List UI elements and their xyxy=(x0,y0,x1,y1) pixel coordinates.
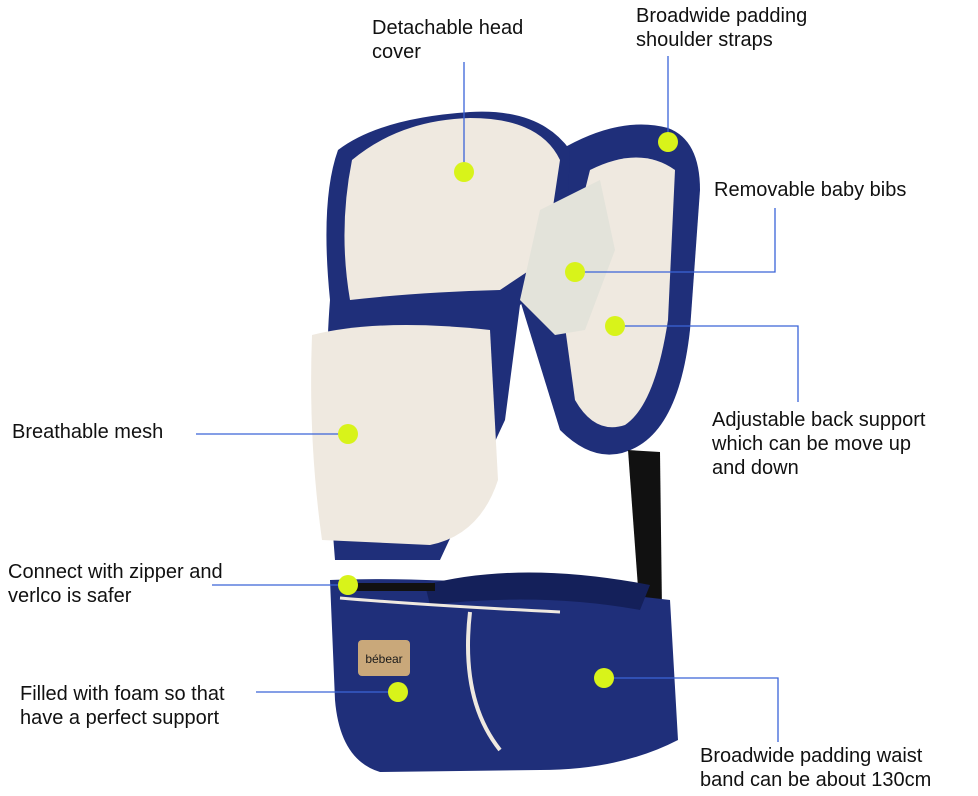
callout-back-support: Adjustable back support which can be mov… xyxy=(712,409,926,479)
leader-line-baby-bibs xyxy=(575,208,776,273)
leader-lines xyxy=(196,56,799,742)
leader-line-back-support xyxy=(615,325,799,402)
head-cover-mesh xyxy=(344,118,560,300)
hip-seat xyxy=(330,579,678,772)
brand-tag-text: bébear xyxy=(365,652,402,666)
callout-dot-back-support xyxy=(605,316,625,336)
callout-breathable-mesh: Breathable mesh xyxy=(12,421,164,443)
callout-dot-breathable-mesh xyxy=(338,424,358,444)
callout-dot-zipper xyxy=(338,575,358,595)
callout-dots xyxy=(338,132,678,702)
callout-dot-waist-band xyxy=(594,668,614,688)
leader-line-waist-band xyxy=(604,677,779,742)
callout-baby-bibs: Removable baby bibs xyxy=(714,179,907,201)
callout-zipper: Connect with zipper and verlco is safer xyxy=(8,561,223,607)
brand-tag xyxy=(358,640,410,676)
callout-dot-foam xyxy=(388,682,408,702)
callout-head-cover: Detachable head cover xyxy=(372,17,524,63)
callout-shoulder-straps: Broadwide padding shoulder straps xyxy=(636,5,808,51)
hip-seat-top xyxy=(425,572,650,610)
callout-dot-head-cover xyxy=(454,162,474,182)
hip-seat-piping-2 xyxy=(339,596,561,614)
callout-foam: Filled with foam so that have a perfect … xyxy=(20,683,225,729)
callout-waist-band: Broadwide padding waist band can be abou… xyxy=(700,745,932,791)
baby-bib xyxy=(520,180,615,335)
callout-dot-shoulder-straps xyxy=(658,132,678,152)
waist-strap xyxy=(628,450,662,615)
front-mesh-panel xyxy=(311,325,498,545)
callout-dot-baby-bibs xyxy=(565,262,585,282)
buckle-strap xyxy=(340,583,435,591)
hip-seat-piping xyxy=(466,611,502,752)
